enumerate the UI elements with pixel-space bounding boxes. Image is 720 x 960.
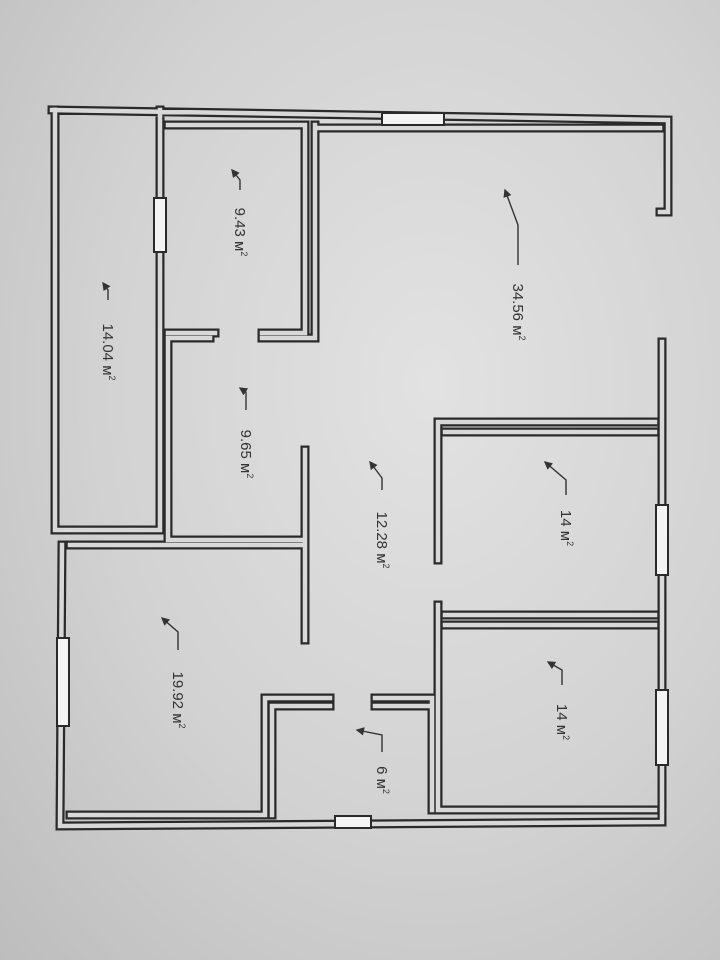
area-exp: 2 [245, 473, 255, 479]
area-value: 12.28 [373, 511, 390, 550]
wall-outline [47, 105, 673, 831]
room-area-label: 6 м2 [373, 766, 391, 794]
area-value: 14 [553, 703, 570, 721]
room-area-label: 9.65 м2 [237, 430, 255, 479]
room-area-label: 14 м2 [557, 510, 575, 546]
area-exp: 2 [381, 788, 391, 794]
area-exp: 2 [239, 251, 249, 257]
area-value: 9.43 [231, 207, 248, 237]
area-unit: м [553, 724, 570, 736]
area-exp: 2 [565, 541, 575, 547]
area-value: 6 [373, 766, 390, 775]
windows [56, 112, 669, 829]
area-unit: м [373, 553, 390, 564]
room-area-label: 14.04 м2 [99, 323, 117, 380]
room-area-label: 12.28 м2 [373, 511, 391, 568]
area-exp: 2 [107, 375, 117, 381]
area-exp: 2 [177, 723, 187, 729]
wall-core [49, 107, 671, 829]
area-unit: м [169, 713, 186, 724]
area-exp: 2 [517, 335, 527, 341]
room-area-label: 19.92 м2 [169, 671, 187, 728]
area-value: 34.56 [509, 283, 526, 322]
area-unit: м [237, 463, 254, 474]
area-unit: м [231, 241, 248, 252]
area-unit: м [373, 778, 390, 789]
walls [47, 105, 673, 831]
area-value: 9.65 [237, 429, 254, 459]
leaders [102, 168, 567, 752]
room-area-label: 34.56 м2 [509, 283, 527, 340]
area-value: 14.04 [99, 323, 116, 362]
area-unit: м [509, 325, 526, 336]
area-value: 19.92 [169, 671, 186, 710]
area-value: 14 [557, 509, 574, 527]
area-unit: м [99, 365, 116, 376]
room-area-label: 14 м2 [553, 704, 571, 740]
area-exp: 2 [561, 735, 571, 741]
area-unit: м [557, 530, 574, 542]
area-exp: 2 [381, 563, 391, 569]
room-area-label: 9.43 м2 [231, 208, 249, 257]
